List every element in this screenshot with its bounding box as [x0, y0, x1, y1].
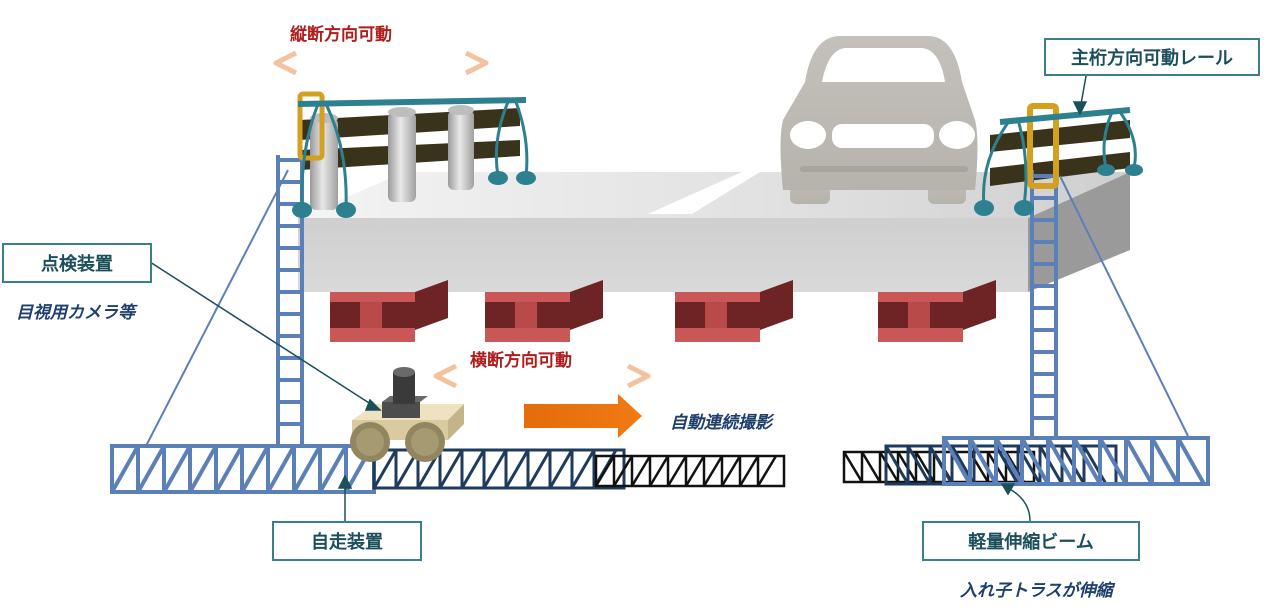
main-girders [330, 280, 996, 342]
truss-right [942, 436, 1210, 486]
inspection-device-callout: 点検装置 [2, 243, 152, 283]
telescopic-beam-text: 軽量伸縮ビーム [968, 532, 1094, 553]
transverse-double-arrow [433, 363, 651, 389]
telescopic-beam-callout: 軽量伸縮ビーム [922, 521, 1140, 561]
left-top-rail [292, 91, 536, 218]
auto-capture-label: 自動連続撮影 [670, 413, 772, 433]
right-arrow-icon [524, 394, 642, 438]
longitudinal-direction-label: 縦断方向可動 [290, 25, 392, 45]
rail-callout-text: 主桁方向可動レール [1071, 48, 1233, 69]
right-top-rail [974, 103, 1143, 216]
left-vertical-ladder [276, 155, 304, 448]
rail-callout: 主桁方向可動レール [1044, 38, 1260, 76]
transverse-direction-label: 横断方向可動 [470, 351, 572, 371]
camera-note-label: 目視用カメラ等 [16, 303, 135, 323]
inspection-device-text: 点検装置 [41, 254, 113, 275]
support-stays [145, 169, 1189, 447]
inspection-cart [350, 404, 464, 462]
nested-truss-label: 入れ子トラスが伸縮 [960, 581, 1113, 601]
left-guardrail [300, 105, 520, 210]
double-arrow-icon [273, 50, 489, 76]
camera-icon [382, 367, 428, 418]
truss-left [110, 444, 376, 494]
callout-leaders [149, 75, 1088, 522]
car-icon [780, 36, 978, 204]
bridge-deck [298, 172, 1130, 292]
self-propelled-callout: 自走装置 [272, 521, 422, 561]
self-propelled-text: 自走装置 [311, 532, 383, 553]
right-vertical-ladder [1030, 170, 1058, 440]
